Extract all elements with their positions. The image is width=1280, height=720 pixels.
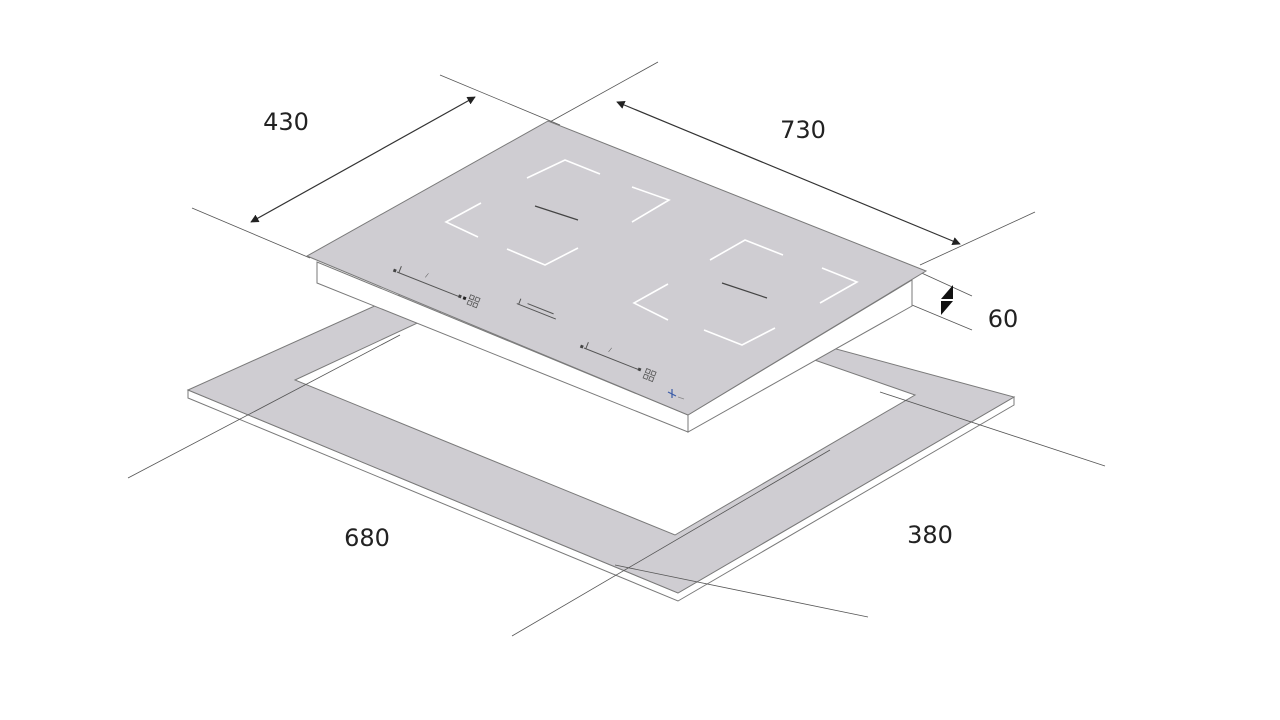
cutout-depth-label: 380 [907, 521, 953, 549]
extension-lines [127, 61, 1106, 637]
svg-text:/: / [424, 272, 429, 280]
control-panel-right: / [579, 342, 657, 383]
height-dimension-arrows [941, 285, 953, 315]
width-dimension-line [616, 101, 961, 245]
depth-dimension-line [250, 96, 476, 223]
svg-text:/: / [608, 347, 613, 355]
control-panel-middle [516, 298, 557, 320]
width-label: 730 [780, 116, 826, 144]
depth-label: 430 [263, 108, 309, 136]
height-label: 60 [988, 305, 1019, 333]
cutout-width-label: 680 [344, 524, 390, 552]
hob-top-glass [305, 120, 928, 416]
hob: / / [305, 120, 928, 433]
wifi-icon [667, 389, 685, 400]
control-panel-left: / [392, 266, 481, 309]
dimension-lines [250, 96, 961, 315]
